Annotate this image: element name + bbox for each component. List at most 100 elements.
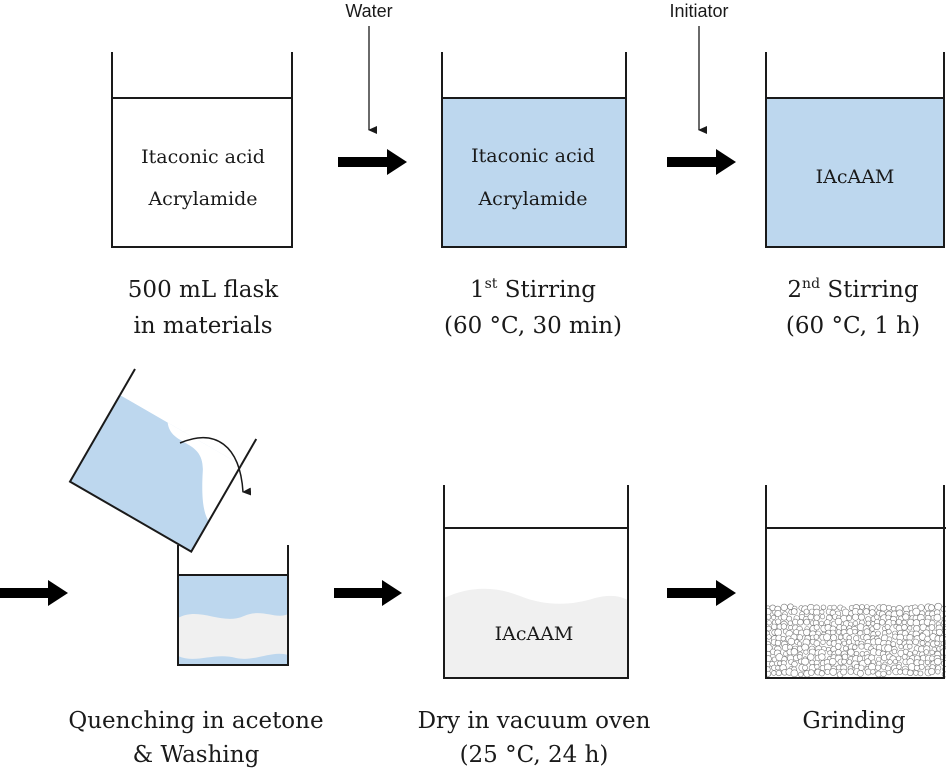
powder-granule	[808, 669, 815, 676]
powder-granule	[837, 634, 844, 640]
powder-granule	[924, 659, 931, 666]
pouring-beaker	[68, 368, 258, 553]
powder-granule	[818, 670, 825, 677]
powder-granule	[928, 604, 935, 611]
powder-granule	[813, 624, 820, 631]
powder-granule	[774, 639, 782, 647]
powder-granule	[775, 670, 782, 677]
stir2-vessel: IAcAAM	[765, 52, 945, 248]
powder-granule	[820, 639, 826, 645]
powder-granule	[874, 614, 880, 620]
powder-granule	[824, 668, 831, 675]
powder-granule	[771, 670, 777, 676]
powder-granule	[787, 620, 793, 626]
powder-granule	[880, 670, 887, 678]
powder-granule	[917, 670, 924, 677]
powder-granule	[818, 653, 826, 661]
powder-granule	[796, 653, 803, 660]
powder-granule	[842, 645, 849, 652]
powder-granule	[864, 658, 871, 665]
powder-granule	[878, 619, 886, 626]
dry-step-line1: Dry in vacuum oven	[418, 708, 651, 734]
powder-granule	[827, 650, 833, 656]
powder-granule	[891, 648, 898, 655]
stir2-step-line2: (60 °C, 1 h)	[786, 313, 920, 339]
powder-granule	[858, 643, 865, 650]
powder-granule	[890, 619, 896, 626]
powder-granule	[879, 604, 888, 612]
powder-granule	[884, 624, 891, 630]
powder-granule	[912, 649, 918, 656]
quench-step-line2: & Washing	[133, 742, 260, 768]
powder-granule	[840, 668, 847, 676]
powder-granule	[857, 670, 864, 677]
process-arrow-4	[334, 580, 402, 606]
powder-granule	[771, 623, 778, 630]
powder-granule	[896, 639, 903, 646]
powder-granule	[831, 604, 837, 611]
powder-granule	[790, 669, 799, 678]
powder-granule	[766, 620, 772, 626]
powder-granule	[841, 640, 847, 647]
powder-granule	[835, 648, 842, 656]
powder-granule	[766, 634, 772, 640]
powder-granule	[830, 634, 837, 642]
powder-granule	[803, 618, 811, 626]
washing-beaker	[177, 545, 289, 666]
powder-granule	[851, 644, 858, 650]
powder-granule	[874, 664, 881, 671]
process-arrow-5	[667, 580, 736, 606]
powder-granule	[847, 648, 855, 656]
powder-granule	[847, 668, 854, 675]
powder-granule	[852, 628, 858, 635]
dry-gel	[444, 588, 628, 678]
powder-granule	[934, 657, 942, 666]
powder-granule	[929, 649, 935, 656]
process-arrow-2	[667, 149, 736, 175]
stir1-solution	[442, 98, 626, 247]
powder-granule	[886, 628, 892, 635]
powder-granule	[863, 628, 871, 636]
process-arrow-3	[0, 580, 68, 606]
powder-granule	[913, 664, 920, 671]
powder-granule	[796, 641, 802, 647]
powder-granule	[780, 623, 788, 630]
washing-gel	[178, 613, 288, 659]
flask-step-line2: in materials	[133, 313, 272, 339]
powder-granule	[819, 609, 825, 615]
powder-granule	[787, 637, 795, 646]
grind-step-line1: Grinding	[802, 708, 905, 734]
pour-arrow	[179, 437, 252, 496]
powder-granule	[895, 618, 902, 625]
powder-granule	[935, 669, 941, 675]
powder-granule	[766, 625, 772, 632]
powder-granule	[907, 625, 913, 631]
powder-granule	[936, 628, 943, 636]
powder-granule	[834, 643, 842, 650]
powder-granule	[934, 640, 940, 646]
powder-granule	[923, 649, 929, 655]
powder-granule	[818, 620, 825, 627]
quench-step-line1: Quenching in acetone	[68, 708, 323, 734]
powder-granule	[846, 615, 852, 621]
powder-granule	[887, 659, 893, 665]
powder-granule	[907, 643, 913, 650]
powder-granule	[813, 634, 820, 640]
grind-vessel	[765, 485, 946, 679]
dry-vessel: IAcAAM	[443, 485, 629, 679]
powder-granule	[803, 608, 810, 615]
powder-granule	[896, 609, 904, 617]
flask-content-1: Itaconic acid	[141, 146, 265, 168]
powder-granule	[870, 669, 876, 675]
powder-granule	[835, 629, 842, 635]
powder-granule	[841, 608, 850, 617]
powder-granule	[907, 669, 914, 676]
powder-granule	[780, 603, 788, 612]
ground-powder	[766, 602, 946, 678]
powder-granule	[933, 613, 942, 622]
powder-granule	[897, 669, 903, 675]
powder-granule	[873, 622, 881, 630]
powder-granule	[918, 664, 925, 670]
powder-granule	[780, 635, 786, 642]
